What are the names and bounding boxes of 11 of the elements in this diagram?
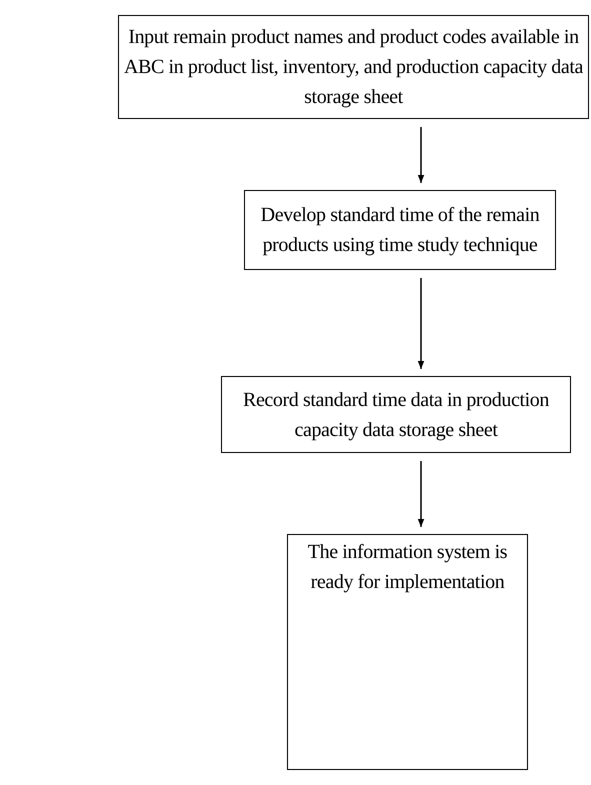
arrow (418, 127, 424, 183)
box-text: Input remain product names and product codes available in ABC in product list, inventory, and production capacity data storage sheet (122, 25, 584, 110)
box-text: Record standard time data in production capacity data storage sheet (242, 388, 550, 442)
process-box (221, 376, 571, 453)
arrow (418, 278, 424, 369)
process-box (244, 190, 556, 270)
box-text: Develop standard time of the remain products using time study technique (260, 203, 540, 258)
arrow (418, 461, 424, 527)
process-box (118, 15, 589, 119)
process-box (287, 534, 528, 770)
box-text: The information system is ready for implementation (306, 540, 508, 595)
